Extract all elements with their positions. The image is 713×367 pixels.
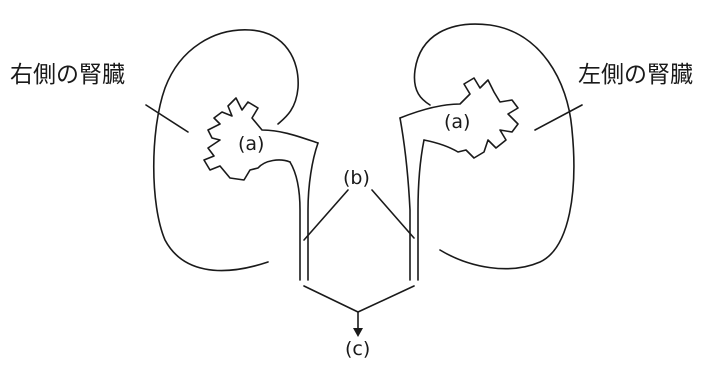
right-ureter-outer [290, 162, 300, 280]
right-part-a-label: (a) [238, 133, 264, 155]
left-ureter-outer [400, 118, 410, 280]
part-b-label: (b) [343, 167, 370, 189]
left-kidney-label: 左側の腎臓 [578, 62, 693, 88]
urethra-arrow-head [353, 328, 363, 337]
part-b-leader-left [304, 190, 348, 240]
part-b-leader-right [372, 190, 414, 238]
part-c-label: (c) [345, 338, 370, 360]
left-ureter-inner [418, 140, 424, 280]
right-ureter-inner [308, 143, 318, 280]
bladder-outline [304, 286, 414, 312]
right-kidney-label: 右側の腎臓 [10, 62, 125, 88]
right-kidney-outline [154, 30, 298, 271]
left-part-a-label: (a) [444, 111, 470, 133]
left-kidney-leader-line [535, 105, 582, 130]
right-kidney-leader-line [146, 105, 188, 132]
